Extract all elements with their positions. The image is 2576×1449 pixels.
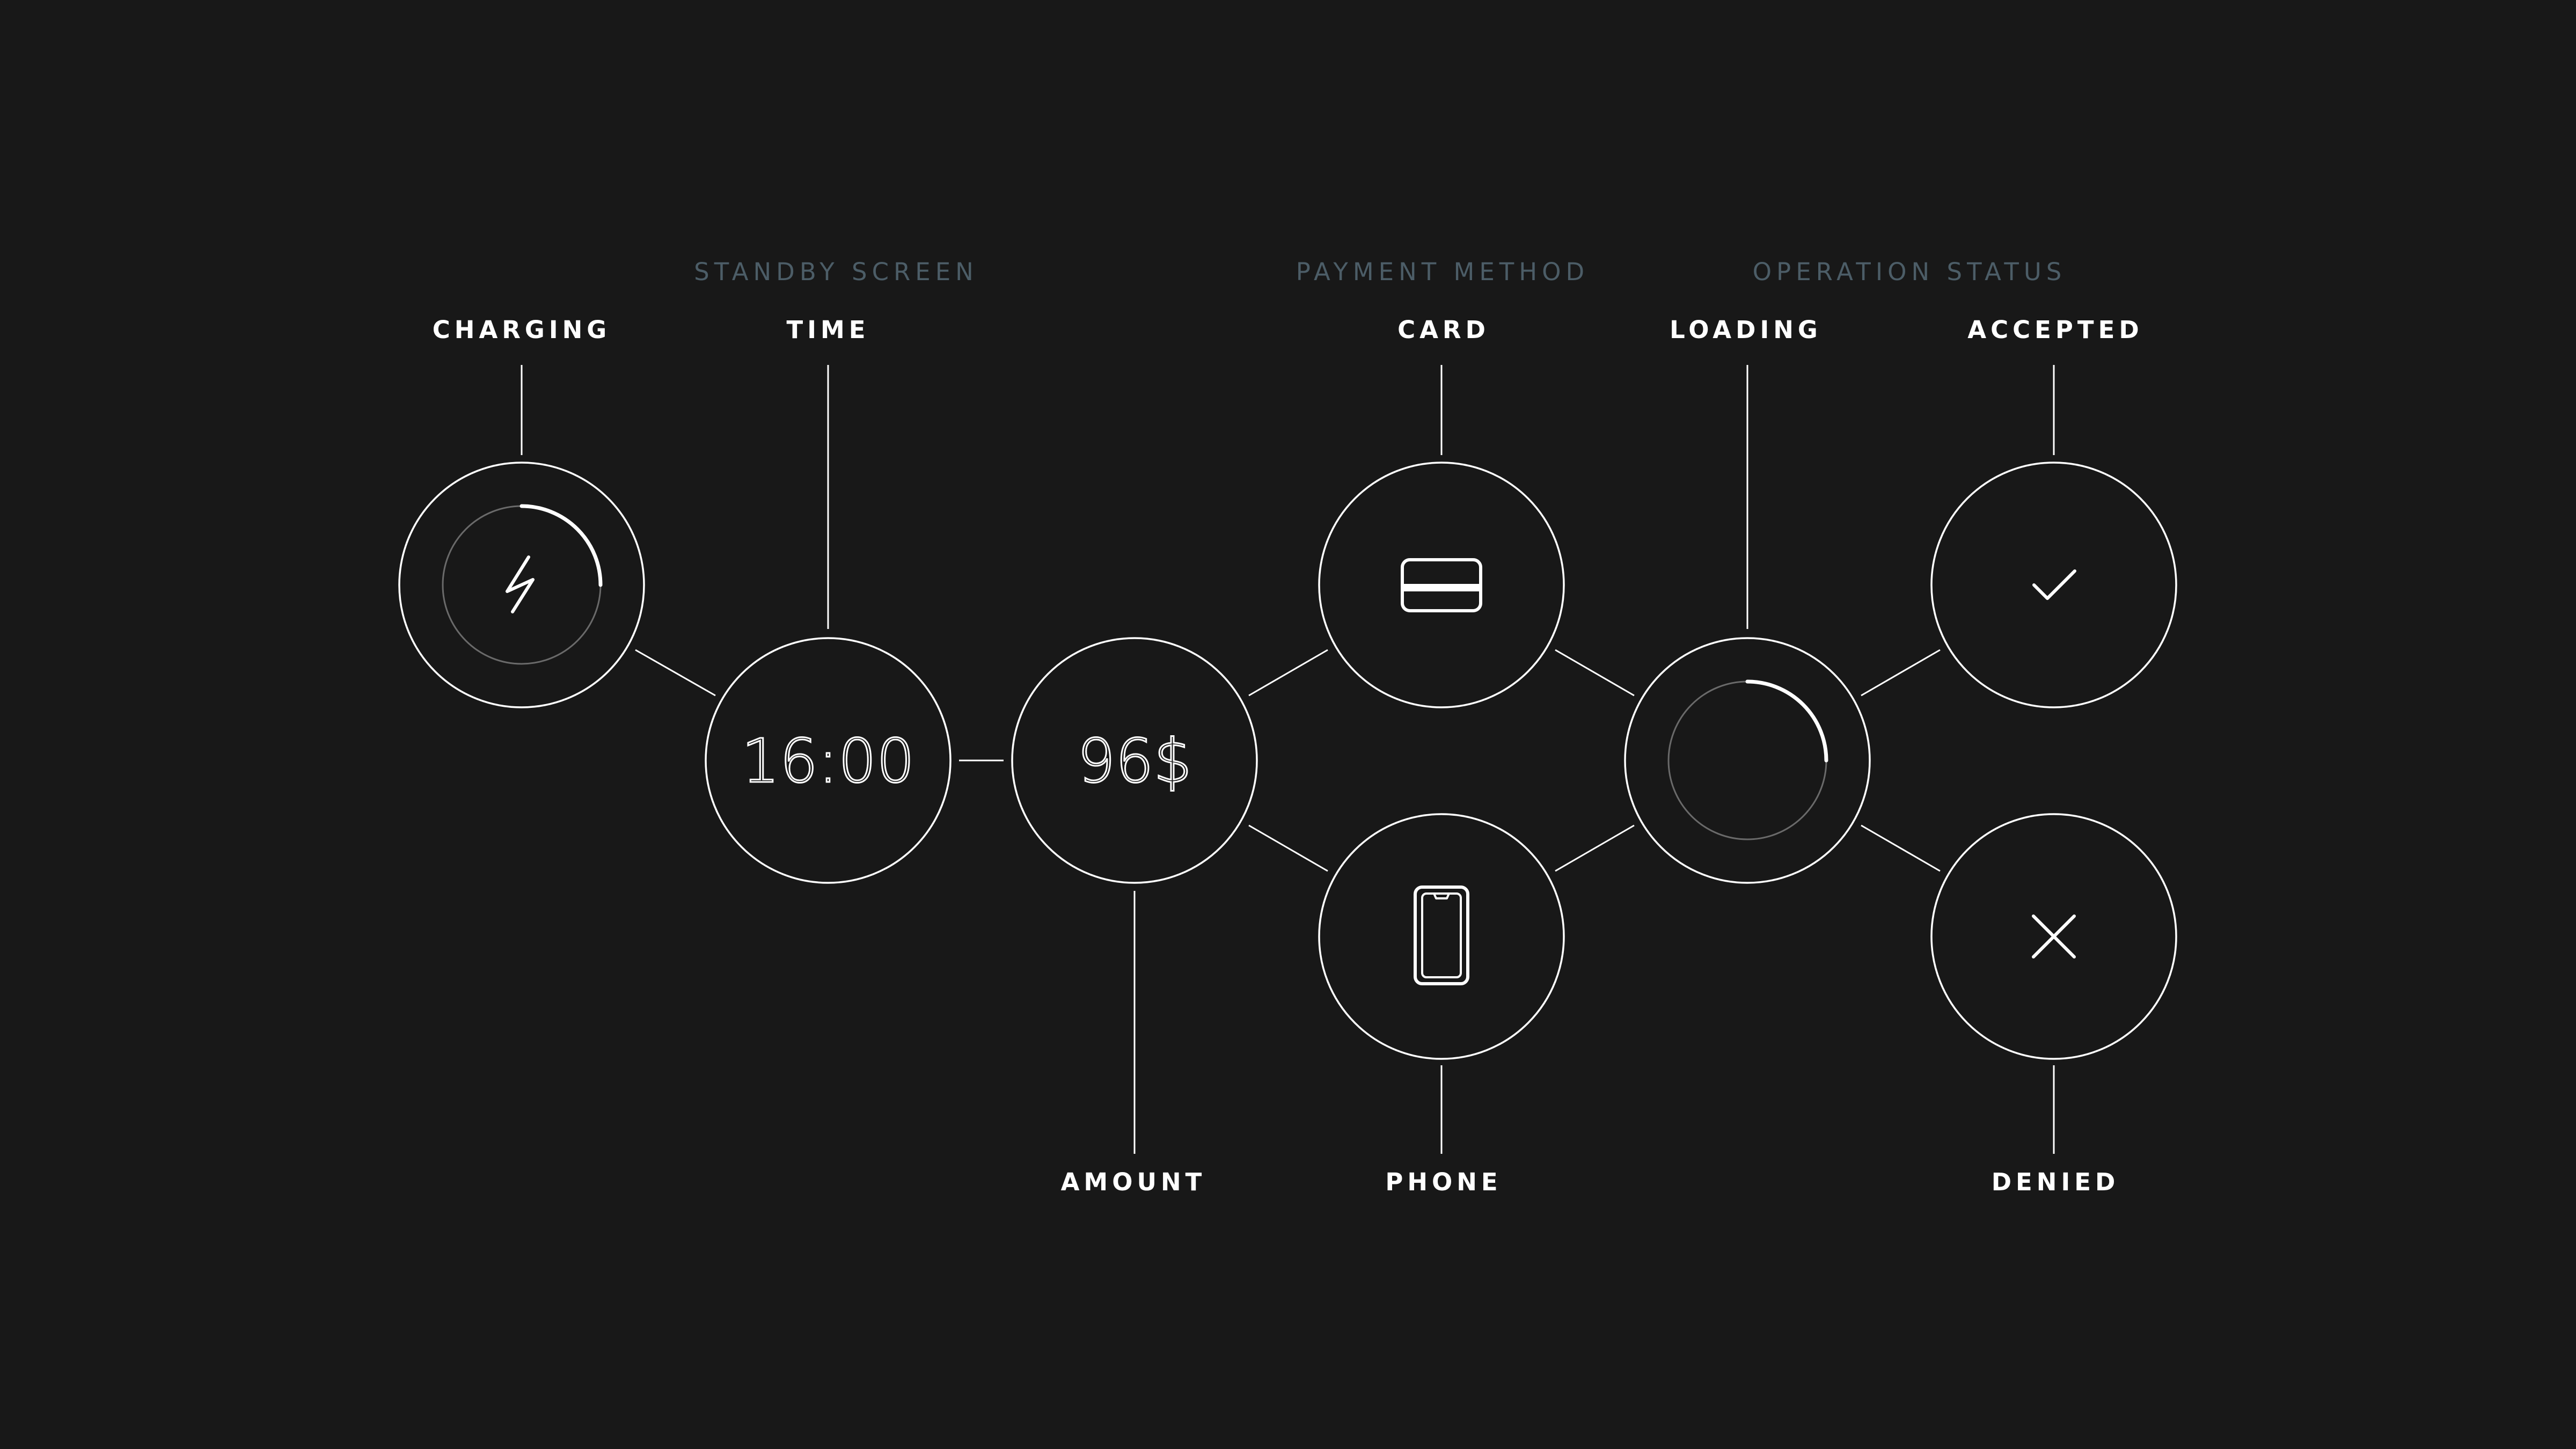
time-value: 16:00 bbox=[742, 727, 915, 796]
label-card: CARD bbox=[1397, 316, 1490, 344]
node-ring-phone bbox=[1318, 813, 1565, 1060]
checkmark-icon bbox=[2032, 569, 2076, 600]
node-time: 16:00 bbox=[705, 637, 952, 884]
node-ring-loading bbox=[1624, 637, 1871, 884]
node-ring-card bbox=[1318, 462, 1565, 708]
label-loading: LOADING bbox=[1670, 316, 1822, 344]
label-time: TIME bbox=[787, 316, 870, 344]
node-denied bbox=[1930, 813, 2177, 1060]
node-phone bbox=[1318, 813, 1565, 1060]
smartphone-icon bbox=[1414, 885, 1469, 985]
node-ring-denied bbox=[1930, 813, 2177, 1060]
node-card bbox=[1318, 462, 1565, 708]
connector-loading-accepted bbox=[1861, 649, 1941, 697]
connector-amount-card bbox=[1248, 649, 1328, 697]
connector-charging-time bbox=[635, 649, 716, 697]
label-amount: AMOUNT bbox=[1061, 1168, 1206, 1196]
connector-card-loading bbox=[1555, 649, 1635, 697]
group-label-standby-screen: STANDBY SCREEN bbox=[694, 258, 978, 286]
node-charging bbox=[398, 462, 645, 708]
group-label-operation-status: OPERATION STATUS bbox=[1753, 258, 2067, 286]
connector-phone-loading bbox=[1555, 824, 1635, 872]
node-amount: 96$ bbox=[1011, 637, 1258, 884]
label-phone: PHONE bbox=[1385, 1168, 1502, 1196]
node-ring-time bbox=[705, 637, 952, 884]
node-ring-charging bbox=[398, 462, 645, 708]
connector-amount-phone bbox=[1248, 824, 1328, 872]
connector-loading-denied bbox=[1861, 824, 1941, 872]
cross-icon bbox=[2032, 914, 2076, 958]
node-accepted bbox=[1930, 462, 2177, 708]
loading-progress-arc bbox=[1745, 679, 1828, 763]
label-denied: DENIED bbox=[1992, 1168, 2120, 1196]
group-label-payment-method: PAYMENT METHOD bbox=[1296, 258, 1589, 286]
label-accepted: ACCEPTED bbox=[1967, 316, 2143, 344]
charging-progress-arc bbox=[519, 504, 603, 587]
node-loading bbox=[1624, 637, 1871, 884]
amount-value: 96$ bbox=[1077, 727, 1192, 796]
node-ring-amount bbox=[1011, 637, 1258, 884]
label-charging: CHARGING bbox=[433, 316, 611, 344]
lightning-icon bbox=[506, 555, 535, 613]
credit-card-icon bbox=[1401, 558, 1482, 612]
node-ring-accepted bbox=[1930, 462, 2177, 708]
